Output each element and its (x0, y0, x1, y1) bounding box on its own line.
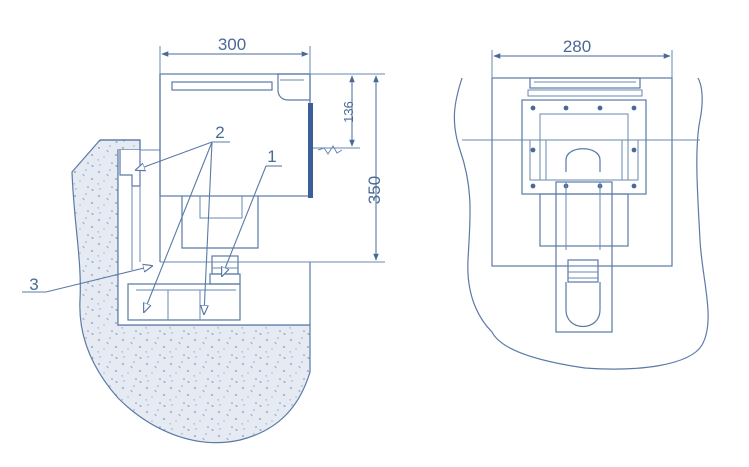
pipe-column (555, 181, 613, 333)
section-view: 300 350 136 1 2 3 (22, 35, 385, 444)
callout-2-label: 2 (215, 123, 224, 142)
dim-height-total: 350 (365, 176, 384, 204)
faceplate-bolts (530, 105, 637, 189)
callout-3-label: 3 (29, 275, 38, 294)
skimmer-body (159, 73, 311, 197)
wall-frame (491, 77, 673, 267)
dim-height-upper: 136 (341, 101, 356, 123)
dim-left-width: 300 (218, 35, 246, 54)
pool-pocket (118, 150, 310, 325)
wall-panel (308, 103, 313, 198)
front-outline (453, 77, 709, 370)
concrete-mass (71, 139, 311, 444)
dim-right-width: 280 (563, 37, 591, 56)
front-view: 280 (453, 37, 709, 370)
callout-1-label: 1 (267, 147, 276, 166)
skimmer-grille (171, 81, 273, 91)
